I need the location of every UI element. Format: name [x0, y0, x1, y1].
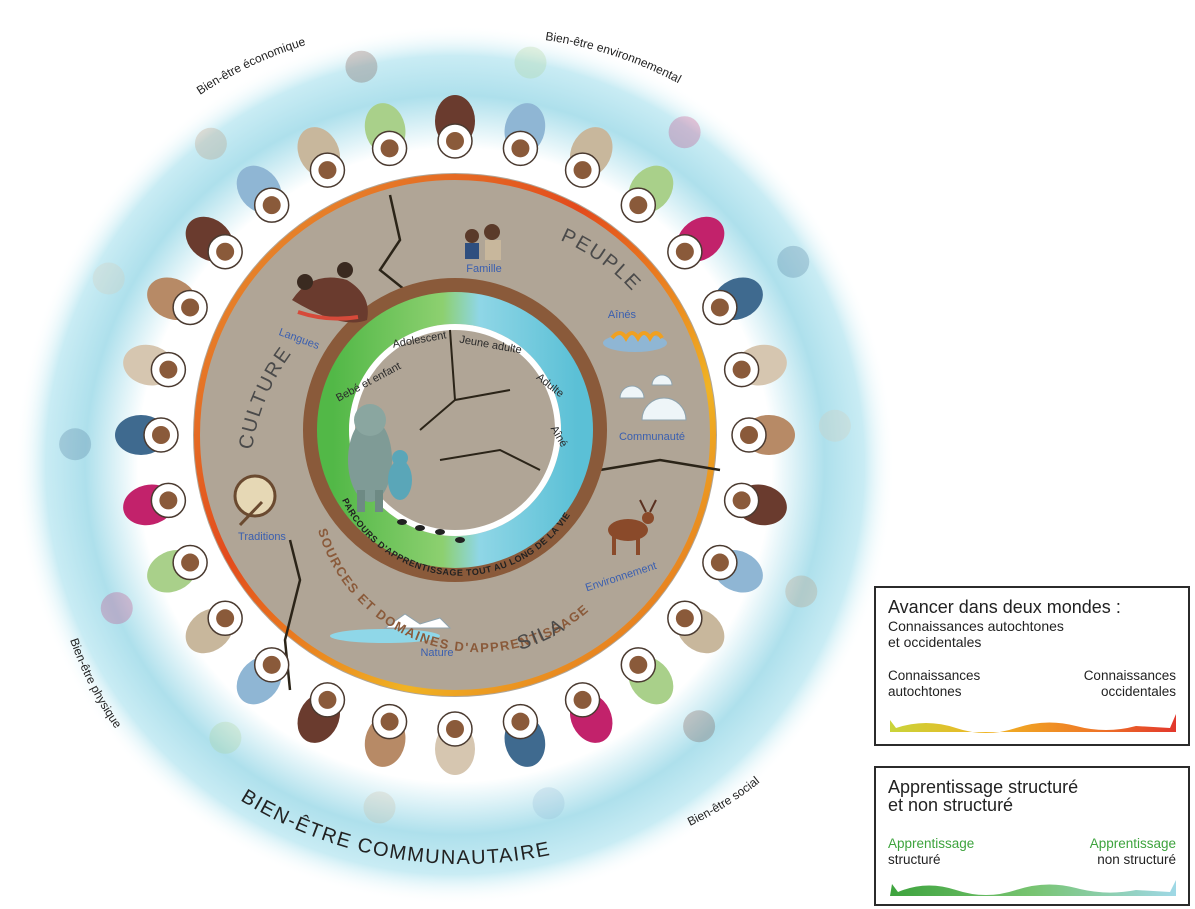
person-figure	[147, 544, 208, 593]
elders-label: Aînés	[608, 309, 637, 321]
person-figure	[364, 703, 408, 767]
person-figure	[620, 165, 674, 223]
person-figure	[185, 216, 243, 270]
person-figure	[667, 216, 725, 270]
legend-two-worlds-right-1: Connaissances	[1083, 668, 1176, 683]
legend-two-worlds-wave	[890, 714, 1176, 733]
legend-learning-title-1: Apprentissage structuré	[888, 777, 1079, 797]
faded-person-figure	[345, 50, 378, 83]
faded-person-figure	[514, 46, 547, 79]
person-figure	[147, 277, 208, 326]
legend-two-worlds-right-2: occidentales	[1100, 684, 1176, 699]
legend-two-worlds: Avancer dans deux mondes : Connaissances…	[874, 586, 1190, 746]
sources-ring	[303, 278, 607, 582]
person-figure	[502, 703, 546, 767]
person-figure	[297, 682, 346, 743]
faded-person-figure	[194, 127, 227, 160]
legend-learning-wave	[890, 880, 1176, 896]
faded-person-figure	[363, 791, 396, 824]
legend-learning-left-2: structuré	[888, 852, 941, 867]
faded-person-figure	[100, 592, 133, 625]
legend-two-worlds-left-2: autochtones	[888, 684, 962, 699]
legend-learning: Apprentissage structuré et non structuré…	[874, 766, 1190, 906]
faded-person-figure	[92, 262, 125, 295]
family-label: Famille	[466, 263, 501, 275]
person-figure	[435, 711, 475, 775]
nature-label: Nature	[420, 647, 453, 659]
people-circle	[59, 46, 851, 824]
drum-traditions-icon	[233, 474, 277, 527]
faded-person-figure	[683, 710, 716, 743]
legend-learning-right-2: non structuré	[1097, 852, 1176, 867]
person-figure	[123, 344, 187, 388]
mother-child-figure	[348, 404, 412, 512]
legend-two-worlds-left-1: Connaissances	[888, 668, 981, 683]
legend-learning-left-1: Apprentissage	[888, 836, 975, 851]
faded-person-figure	[818, 409, 851, 442]
person-figure	[236, 647, 290, 705]
family-icon	[465, 224, 501, 260]
traditions-label: Traditions	[238, 531, 286, 543]
faded-person-figure	[532, 787, 565, 820]
person-figure	[297, 127, 346, 188]
legend-two-worlds-subtitle-2: et occidentales	[888, 634, 982, 650]
person-figure	[502, 103, 546, 167]
person-figure	[236, 165, 290, 223]
person-figure	[723, 482, 787, 526]
person-figure	[702, 544, 763, 593]
person-figure	[185, 600, 243, 654]
footprints	[397, 519, 465, 543]
faded-person-figure	[59, 428, 92, 461]
person-figure	[123, 482, 187, 526]
legend-learning-title-2: et non structuré	[888, 795, 1014, 815]
person-figure	[364, 103, 408, 167]
legend-two-worlds-title: Avancer dans deux mondes :	[888, 597, 1121, 617]
person-figure	[702, 277, 763, 326]
person-figure	[564, 127, 613, 188]
person-figure	[115, 415, 179, 455]
faded-person-figure	[777, 245, 810, 278]
person-figure	[564, 682, 613, 743]
faded-person-figure	[668, 116, 701, 149]
person-figure	[731, 415, 795, 455]
faded-person-figure	[785, 575, 818, 608]
person-figure	[667, 600, 725, 654]
legend-two-worlds-subtitle-1: Connaissances autochtones	[888, 618, 1064, 634]
person-figure	[435, 95, 475, 159]
community-label: Communauté	[619, 431, 685, 443]
hands-languages-icon	[292, 262, 368, 323]
qulliq-lamp-icon	[603, 331, 667, 352]
person-figure	[723, 344, 787, 388]
person-figure	[620, 647, 674, 705]
nature-landscape-icon	[330, 613, 452, 643]
caribou-environment-icon	[608, 499, 657, 555]
faded-person-figure	[209, 721, 242, 754]
igloo-community-icon	[619, 374, 687, 421]
legend-learning-right-1: Apprentissage	[1089, 836, 1176, 851]
